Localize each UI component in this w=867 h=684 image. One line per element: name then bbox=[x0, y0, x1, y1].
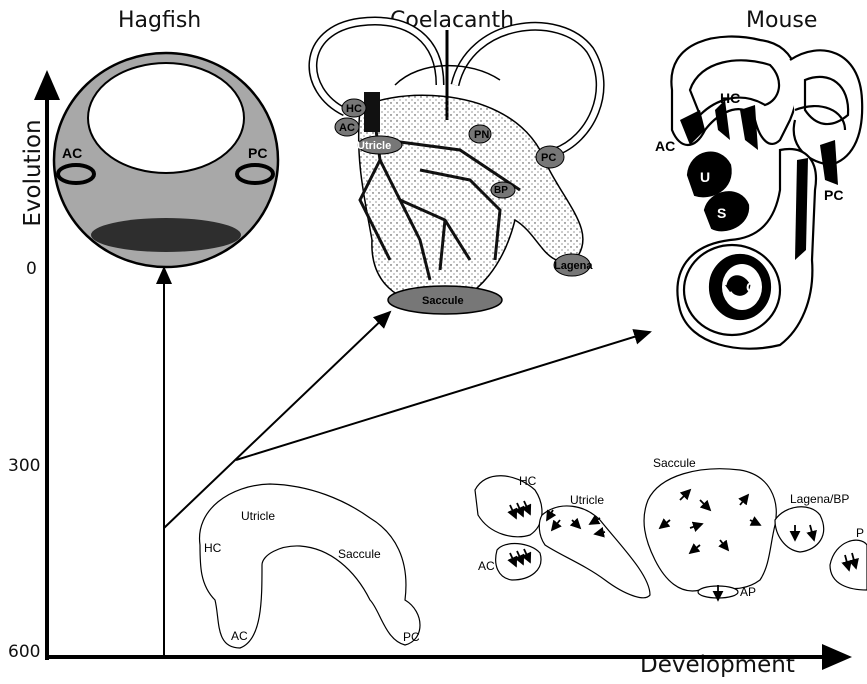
coelacanth-utricle-label: Utricle bbox=[357, 140, 391, 152]
stage2-hc-label: HC bbox=[519, 474, 537, 488]
coelacanth-ac-label: AC bbox=[339, 122, 355, 134]
mouse-hc-label: HC bbox=[720, 90, 740, 106]
stage2-saccule-label: Saccule bbox=[653, 456, 696, 470]
coelacanth-lagena-label: Lagena bbox=[554, 260, 593, 272]
stage2-pc-partial-label: P bbox=[856, 526, 864, 540]
coelacanth-saccule-label: Saccule bbox=[422, 295, 464, 307]
hagfish-ac-label: AC bbox=[62, 145, 82, 161]
mouse-s-label: S bbox=[717, 205, 726, 221]
mouse-c-label-lower: C bbox=[746, 279, 756, 295]
mouse-u-label: U bbox=[700, 169, 710, 185]
coelacanth-bp-label: BP bbox=[494, 185, 508, 196]
hagfish-pc-label: PC bbox=[248, 145, 267, 161]
mouse-ac-label: AC bbox=[655, 138, 675, 154]
coelacanth-hc-label: HC bbox=[346, 103, 362, 115]
stage1-pc-label: PC bbox=[403, 630, 420, 644]
stage2-utricle-label: Utricle bbox=[570, 493, 604, 507]
mouse-pc-label: PC bbox=[824, 187, 843, 203]
coelacanth-pn-label: PN bbox=[474, 129, 489, 141]
stage2-lagena-bp-label: Lagena/BP bbox=[790, 492, 849, 506]
stage1-utricle-label: Utricle bbox=[241, 509, 275, 523]
coelacanth-pc-label: PC bbox=[541, 152, 556, 164]
stage1-saccule-label: Saccule bbox=[338, 547, 381, 561]
dev-stage-2 bbox=[475, 469, 867, 598]
stage2-ac-label: AC bbox=[478, 559, 495, 573]
stage1-ac-label: AC bbox=[231, 629, 248, 643]
stage2-ap-label: AP bbox=[740, 585, 756, 599]
dev-stage-1 bbox=[200, 484, 420, 648]
stage1-hc-label: HC bbox=[204, 541, 222, 555]
hagfish-ear bbox=[54, 53, 278, 267]
mouse-c-label-upper: C bbox=[781, 239, 791, 255]
